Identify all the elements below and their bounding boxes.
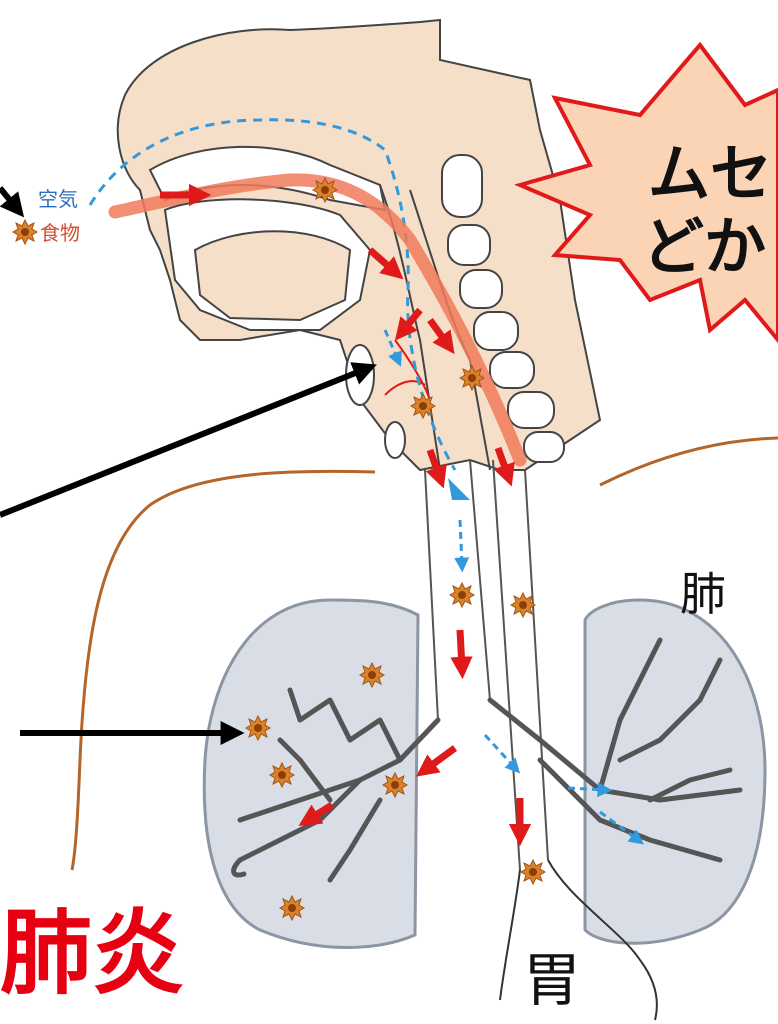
lung-label: 肺 xyxy=(680,567,726,621)
callout-line-1: ムセ xyxy=(648,137,772,210)
right-lung xyxy=(490,600,765,943)
airway-tubes xyxy=(425,460,548,870)
pneumonia-label: 肺炎 xyxy=(0,900,184,1007)
food-label: 食物 xyxy=(40,221,80,245)
callout-line-2: どか xyxy=(642,210,766,283)
left-lung xyxy=(204,600,438,948)
stomach-label: 胃 xyxy=(523,946,581,1014)
air-label: 空気 xyxy=(38,187,78,211)
